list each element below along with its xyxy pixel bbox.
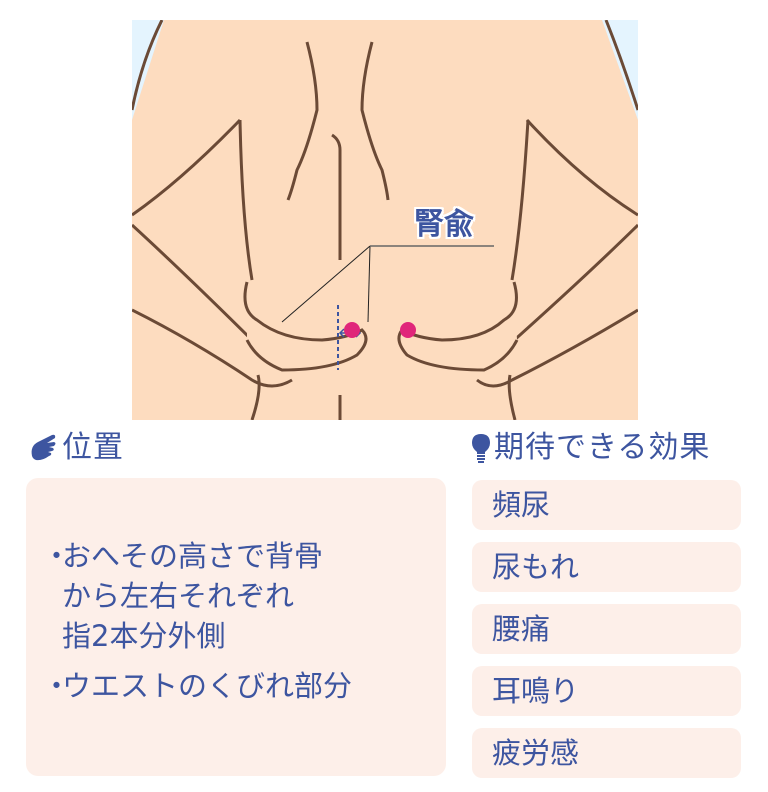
position-heading: 位置 [30,428,124,468]
effect-item: 耳鳴り [472,666,741,716]
effects-heading: 期待できる効果 [470,428,710,468]
acupoint-left-marker [344,322,360,338]
position-line: 指2本分外側 [62,619,226,653]
position-line: おへその高さで背骨 [62,539,324,573]
back-figure-svg [132,20,638,420]
effects-list: 頻尿 尿もれ 腰痛 耳鳴り 疲労感 [472,480,741,790]
lightbulb-icon [472,434,490,463]
effect-item: 頻尿 [472,480,741,530]
bullet-marker: ・ [42,669,72,703]
effects-title: 期待できる効果 [494,430,711,465]
position-title: 位置 [62,430,124,465]
pointing-hand-icon [31,434,56,461]
position-line: から左右それぞれ [62,579,295,613]
bullet-marker: ・ [42,539,72,573]
back-illustration: 腎兪 [132,20,638,420]
effect-item: 腰痛 [472,604,741,654]
acupoint-right-marker [400,322,416,338]
position-bullet: ・ おへその高さで背骨 から左右それぞれ 指2本分外側 [40,536,352,656]
position-bullet: ・ ウエストのくびれ部分 [40,666,352,706]
acupoint-label: 腎兪 [414,207,474,242]
position-list: ・ おへその高さで背骨 から左右それぞれ 指2本分外側 ・ ウエストのくびれ部分 [40,536,352,706]
effect-item: 疲労感 [472,728,741,778]
effect-item: 尿もれ [472,542,741,592]
position-line: ウエストのくびれ部分 [62,669,353,703]
position-box [26,478,446,776]
